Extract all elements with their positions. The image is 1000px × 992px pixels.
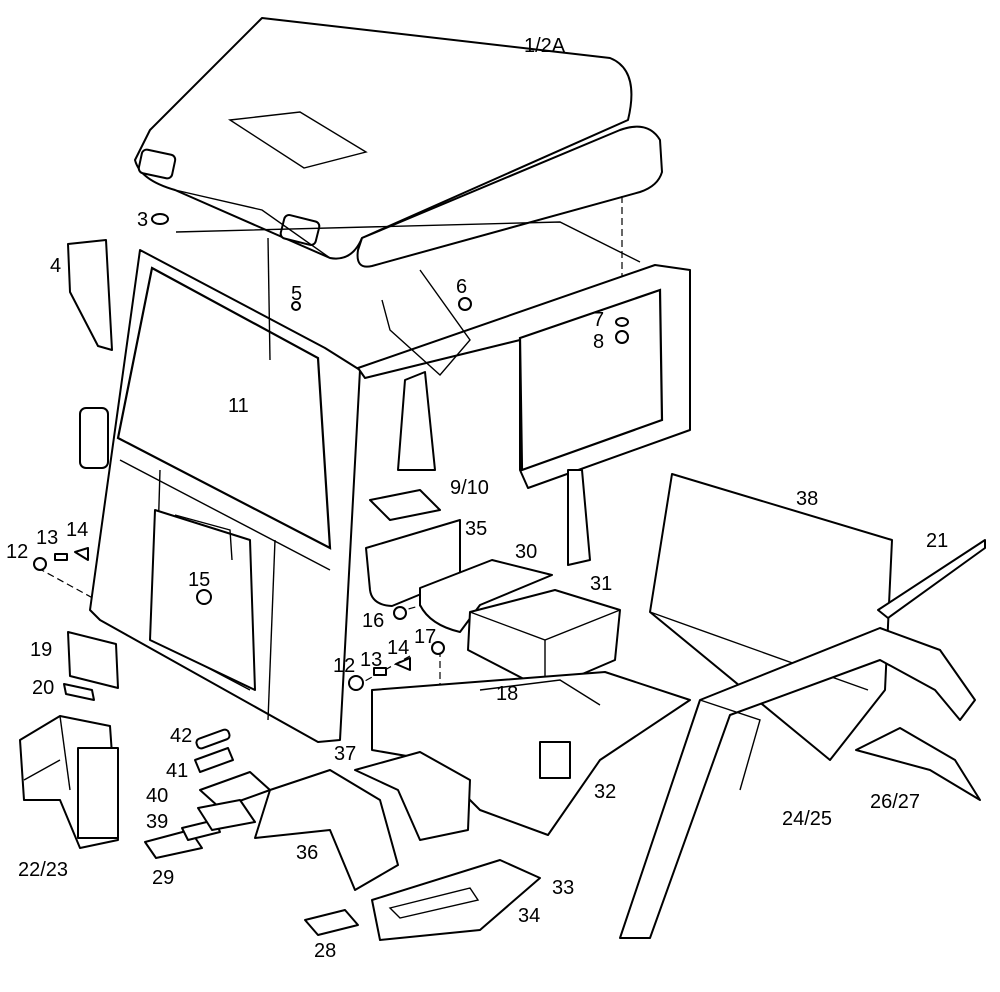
callout-22-23: 22/23 [18,859,68,881]
callout-38: 38 [796,488,818,510]
part-40 [199,771,271,809]
callout-18: 18 [496,683,518,705]
part-21 [877,539,986,619]
roof-part [134,17,663,268]
callout-16: 16 [362,610,384,632]
part-32 [371,671,691,836]
part-36 [254,769,399,891]
callout-28: 28 [314,940,336,962]
callout-26-27: 26/27 [870,791,920,813]
callout-41: 41 [166,760,188,782]
callout-13a: 13 [36,527,58,549]
callout-6: 6 [456,276,467,298]
callout-8: 8 [593,331,604,353]
part-39 [197,799,256,831]
part-42 [195,728,231,750]
callout-24-25: 24/25 [782,808,832,830]
callout-9-10: 9/10 [450,477,489,499]
callout-40: 40 [146,785,168,807]
part-28 [304,909,359,936]
part-24-25 [619,627,976,939]
callout-13b: 13 [360,649,382,671]
callout-12a: 12 [6,541,28,563]
cab-frame [89,221,691,743]
part-38 [649,473,893,761]
callout-32: 32 [594,781,616,803]
callout-33: 33 [552,877,574,899]
part-30 [419,559,553,633]
callout-34: 34 [518,905,540,927]
callout-17: 17 [414,626,436,648]
part-37 [354,751,471,841]
callout-19: 19 [30,639,52,661]
callout-1-2a: 1/2A [524,35,566,57]
callout-36: 36 [296,842,318,864]
callout-14b: 14 [387,637,409,659]
callout-37: 37 [334,743,356,765]
callout-35: 35 [465,518,487,540]
callout-39: 39 [146,811,168,833]
part-20 [63,683,95,701]
callout-20: 20 [32,677,54,699]
callout-15: 15 [188,569,210,591]
callout-14a: 14 [66,519,88,541]
part-41 [194,747,234,773]
callout-4: 4 [50,255,61,277]
callout-21: 21 [926,530,948,552]
part-26-27 [855,727,981,801]
callout-3: 3 [137,209,148,231]
callout-12b: 12 [333,655,355,677]
callout-11: 11 [228,395,249,417]
part-19 [67,631,119,689]
callout-5: 5 [291,283,302,305]
callout-7: 7 [593,309,604,331]
callout-29: 29 [152,867,174,889]
part-22-23 [19,715,119,849]
part-33 [371,859,541,941]
callout-31: 31 [590,573,612,595]
callout-30: 30 [515,541,537,563]
hardware-parts [33,213,629,713]
callout-42: 42 [170,725,192,747]
